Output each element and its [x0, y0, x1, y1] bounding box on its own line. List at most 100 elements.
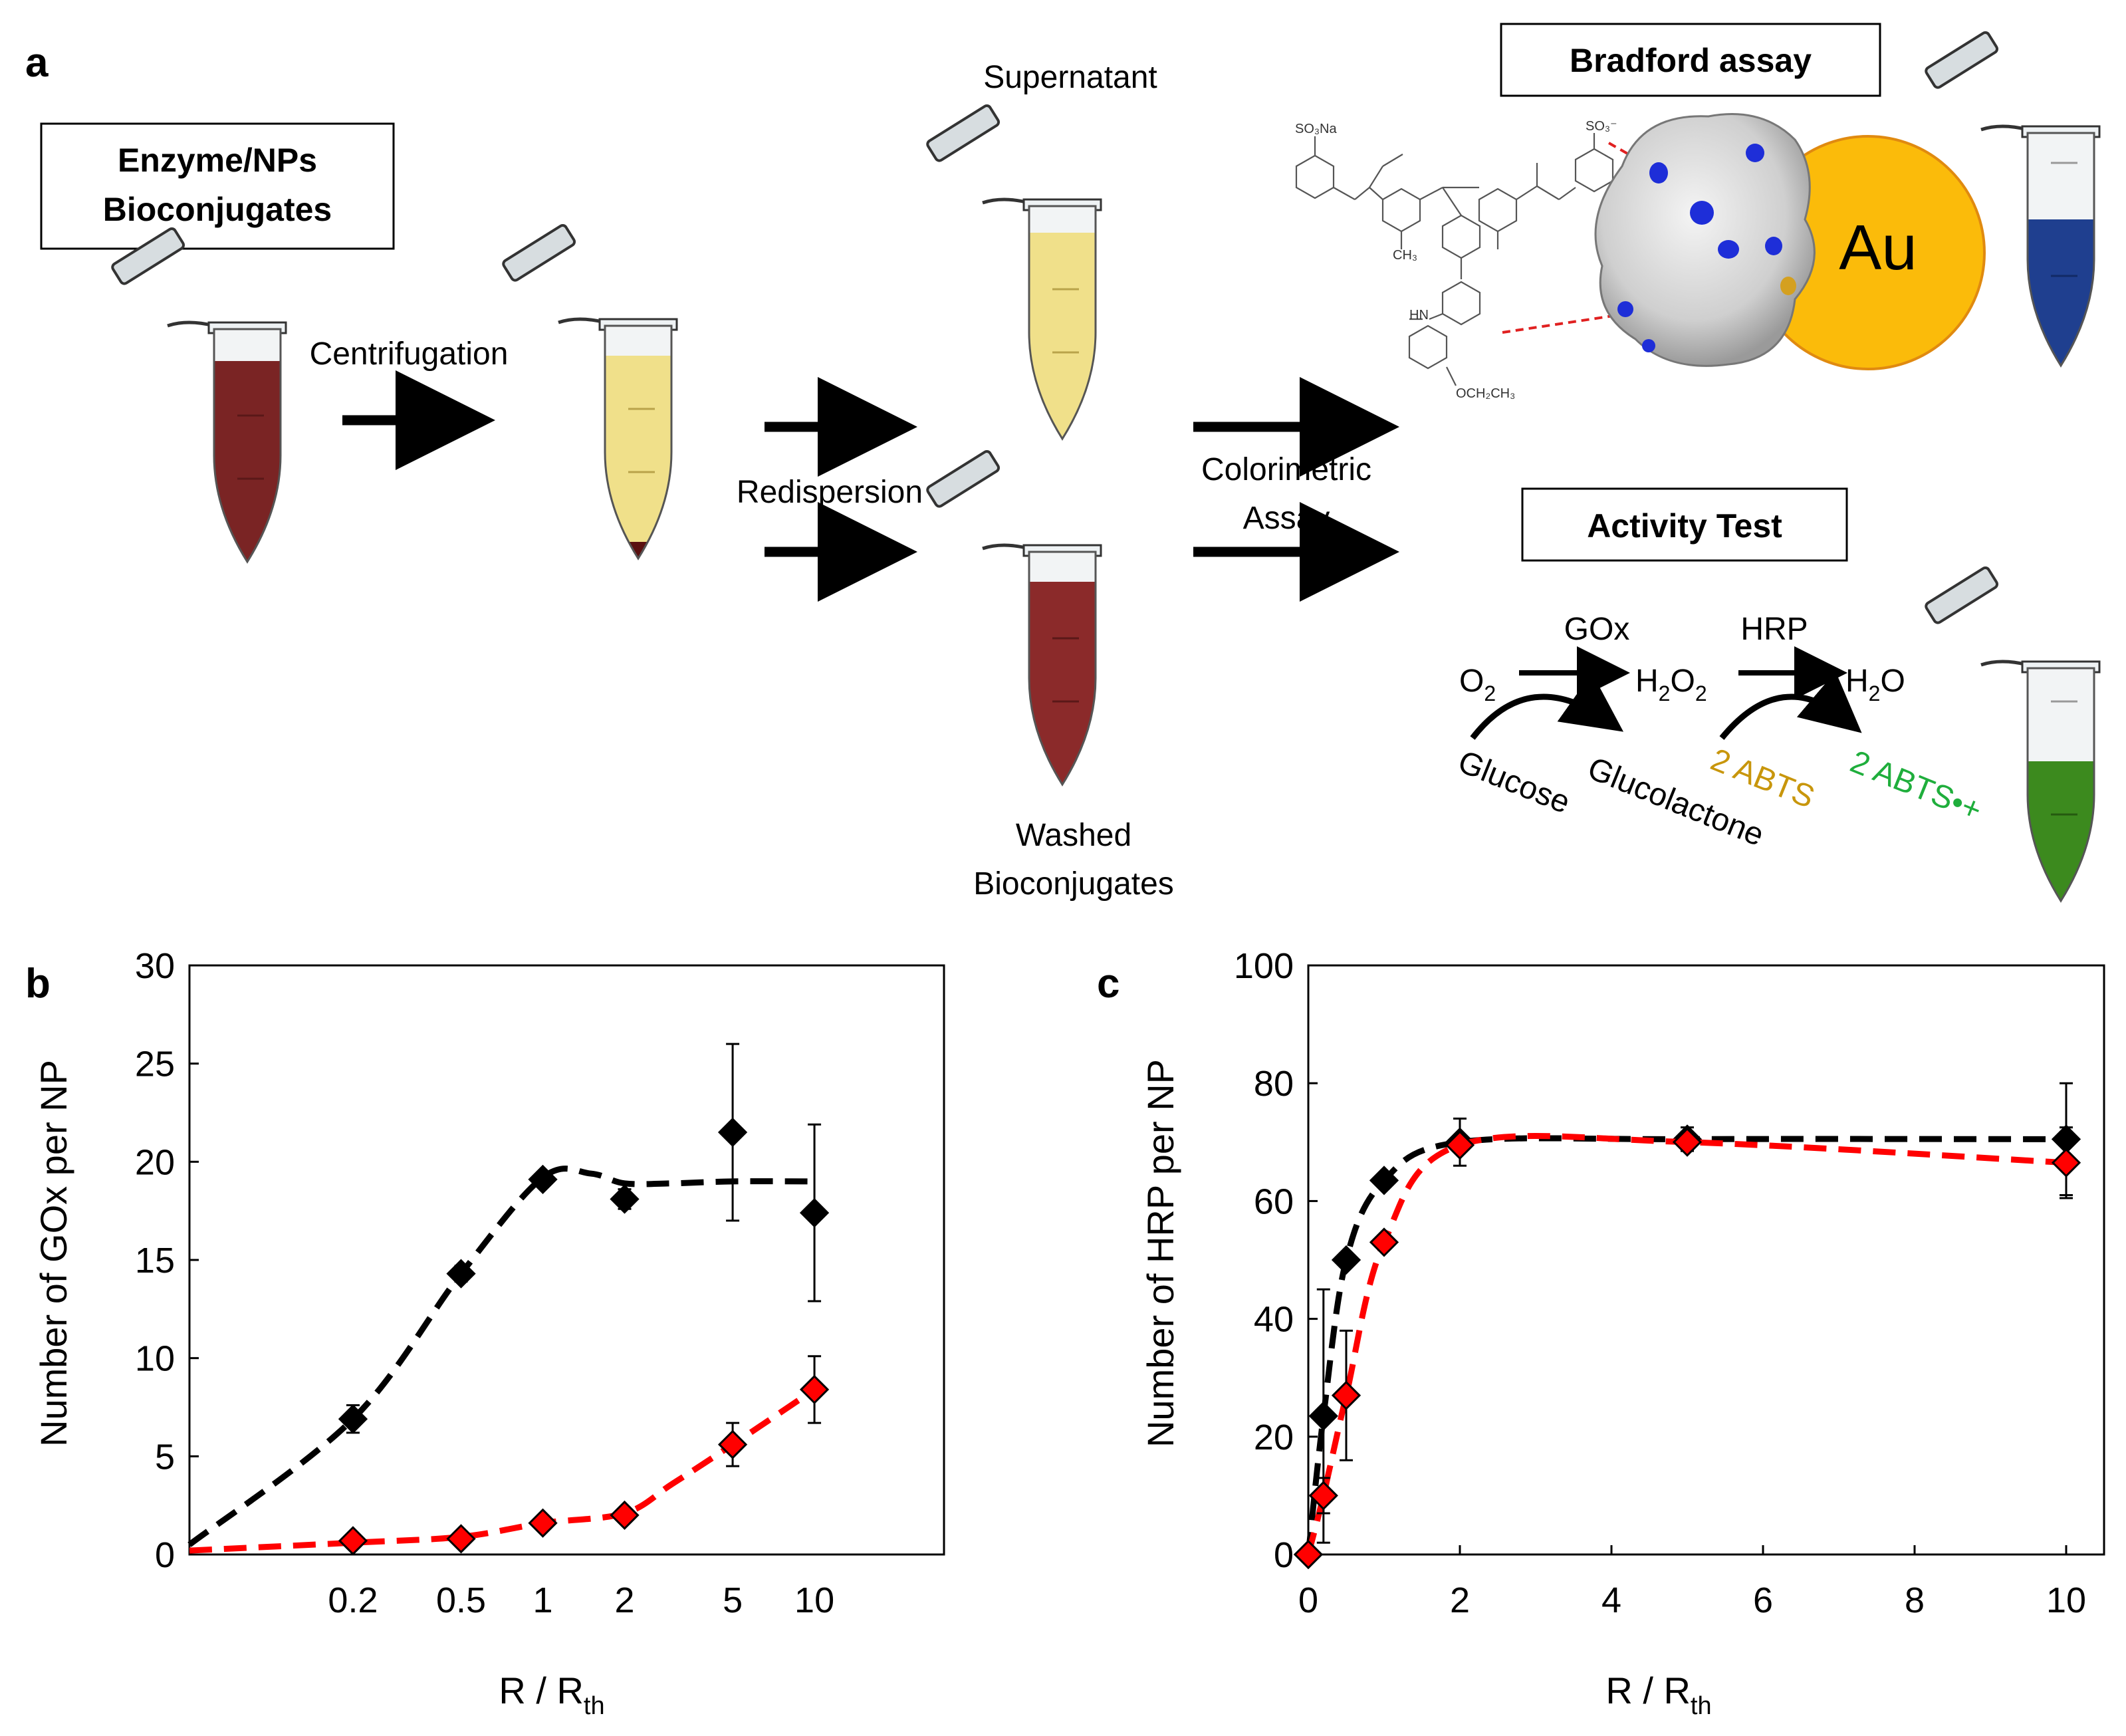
data-point [528, 1164, 558, 1195]
x-axis-title-c: R / Rth [1605, 1670, 1711, 1720]
plot-frame [1307, 964, 2105, 1556]
x-axis-title-b: R / Rth [499, 1670, 604, 1720]
label-h2o: H2O [1845, 664, 1905, 705]
data-point [1672, 1127, 1703, 1157]
data-point [717, 1117, 748, 1148]
tube-centrifuged [502, 223, 678, 560]
conjugates-label-line2: Bioconjugates [103, 191, 332, 228]
label-colorimetric-line2: Assay [1243, 501, 1330, 536]
series-fit-line [189, 1387, 816, 1554]
panel-a: a Enzyme/NPs Bioconjugates [25, 23, 2101, 903]
x-tick-label: 0.5 [436, 1580, 486, 1620]
x-tick-label: 2 [614, 1580, 634, 1620]
label-abts-radical: 2 ABTS•+ [1845, 744, 1986, 828]
label-colorimetric-line1: Colorimetric [1201, 452, 1371, 487]
series-fit-line [187, 1166, 815, 1547]
label-o2: O2 [1459, 664, 1496, 705]
tube-supernatant [926, 104, 1102, 441]
au-label: Au [1839, 212, 1917, 283]
data-point [1369, 1227, 1399, 1257]
activity-test-box: Activity Test [1521, 487, 1848, 562]
reaction-scheme: GOx HRP O2 H2O2 H2O Glucose Glucolactone… [1453, 612, 1986, 853]
label-centrifugation: Centrifugation [310, 336, 509, 372]
label-glucose: Glucose [1453, 744, 1575, 820]
series-fit-line [1305, 1133, 2067, 1556]
y-tick-label: 60 [1254, 1181, 1294, 1221]
data-point [610, 1184, 640, 1214]
data-point [1308, 1401, 1338, 1431]
x-tick-label: 5 [723, 1580, 743, 1620]
data-point [1331, 1245, 1361, 1275]
data-point [1331, 1380, 1361, 1410]
data-point [1445, 1130, 1475, 1160]
bradford-title: Bradford assay [1570, 42, 1812, 79]
y-tick-label: 80 [1254, 1064, 1294, 1104]
data-point [1308, 1481, 1338, 1511]
y-tick-label: 30 [135, 946, 175, 986]
series-fit-line [1305, 1135, 2067, 1555]
y-tick-label: 20 [1254, 1418, 1294, 1457]
data-point [2051, 1148, 2081, 1178]
x-tick-label: 10 [794, 1580, 834, 1620]
chem-oet: OCH₂CH₃ [1456, 386, 1515, 401]
data-point [1369, 1166, 1399, 1195]
x-tick-label: 0.2 [328, 1580, 378, 1620]
chem-so3na: SO₃Na [1295, 122, 1337, 136]
y-tick-label: 15 [135, 1241, 175, 1281]
y-tick-label: 10 [135, 1339, 175, 1379]
panel-letter-c: c [1097, 961, 1120, 1007]
y-tick-label: 25 [135, 1045, 175, 1084]
label-supernatant: Supernatant [983, 60, 1157, 95]
chart-gox-per-np: b Number of GOx per NP R / Rth 051015202… [25, 946, 945, 1720]
y-tick-label: 40 [1254, 1300, 1294, 1340]
tube-initial [111, 227, 287, 564]
data-point [1293, 1539, 1324, 1570]
data-point [610, 1500, 640, 1531]
bradford-box: Bradford assay [1500, 23, 1881, 97]
x-tick-label: 2 [1450, 1580, 1470, 1620]
y-tick-label: 0 [155, 1535, 175, 1575]
x-tick-label: 6 [1753, 1580, 1773, 1620]
protein-enzyme [1594, 113, 1816, 367]
x-tick-label: 4 [1601, 1580, 1621, 1620]
y-tick-label: 5 [155, 1437, 175, 1477]
panel-letter-a: a [25, 40, 49, 86]
y-tick-label: 20 [135, 1142, 175, 1182]
y-tick-label: 100 [1234, 946, 1294, 986]
panel-letter-b: b [25, 961, 51, 1007]
x-tick-label: 0 [1298, 1580, 1318, 1620]
chart-hrp-per-np: c Number of HRP per NP R / Rth 020406080… [1097, 946, 2105, 1720]
process-arrows [342, 370, 1399, 602]
x-tick-label: 1 [533, 1580, 553, 1620]
label-washed-line2: Bioconjugates [973, 866, 1174, 902]
coomassie-dye-structure [1295, 133, 1614, 386]
y-axis-title-c: Number of HRP per NP [1139, 1059, 1181, 1447]
y-axis-title-b: Number of GOx per NP [33, 1060, 74, 1447]
chem-so3: SO₃⁻ [1586, 119, 1617, 134]
plot-frame [188, 964, 945, 1556]
conjugates-label-box: Enzyme/NPs Bioconjugates [40, 122, 395, 250]
label-hrp-enzyme: HRP [1740, 612, 1808, 647]
chem-hn: HN [1409, 308, 1429, 322]
data-point [338, 1404, 368, 1434]
chem-ch3: CH₃ [1393, 248, 1417, 263]
label-washed-line1: Washed [1016, 818, 1131, 853]
tube-activity-green [1925, 566, 2101, 903]
activity-title: Activity Test [1587, 507, 1782, 545]
x-tick-label: 10 [2046, 1580, 2086, 1620]
data-point [338, 1526, 368, 1556]
label-redispersion: Redispersion [737, 475, 923, 510]
label-h2o2: H2O2 [1635, 664, 1707, 705]
data-point [799, 1374, 830, 1405]
data-point [446, 1259, 476, 1289]
data-point [528, 1508, 558, 1538]
data-point [446, 1524, 476, 1554]
data-point [799, 1197, 830, 1228]
label-gox-enzyme: GOx [1564, 612, 1630, 647]
conjugates-label-line1: Enzyme/NPs [118, 142, 317, 179]
tube-washed [926, 449, 1102, 787]
y-tick-label: 0 [1274, 1535, 1294, 1575]
x-tick-label: 8 [1905, 1580, 1925, 1620]
data-point [717, 1429, 748, 1459]
